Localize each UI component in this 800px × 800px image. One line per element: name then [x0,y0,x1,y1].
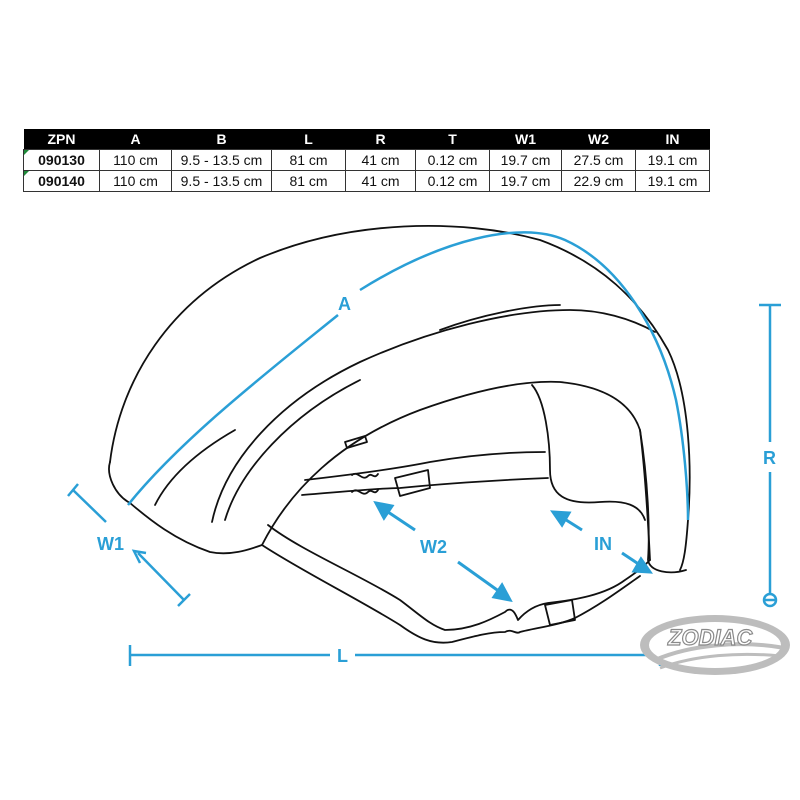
col-header-in: IN [635,129,710,150]
cell-l: 81 cm [271,170,346,192]
col-header-r: R [345,129,416,150]
cell-t: 0.12 cm [415,170,490,192]
dimension-in [550,510,653,574]
cell-l: 81 cm [271,149,346,171]
col-header-l: L [271,129,346,150]
cell-w2: 27.5 cm [561,149,636,171]
cell-a: 110 cm [99,170,172,192]
fender-sketch [108,225,691,644]
cell-r: 41 cm [345,170,416,192]
logo-text: ZODIAC [667,625,753,650]
cell-r: 41 cm [345,149,416,171]
dimension-r [759,303,781,608]
label-w2: W2 [420,537,447,557]
table-row: 090140 110 cm 9.5 - 13.5 cm 81 cm 41 cm … [23,170,710,192]
col-header-a: A [99,129,172,150]
col-header-w2: W2 [561,129,636,150]
dimension-l [128,645,662,666]
label-r: R [763,448,776,468]
cell-zpn: 090140 [23,170,100,192]
cell-b: 9.5 - 13.5 cm [171,149,272,171]
col-header-t: T [415,129,490,150]
label-l: L [337,646,348,666]
col-header-w1: W1 [489,129,562,150]
dimension-w2 [373,500,513,603]
col-header-b: B [171,129,272,150]
label-a: A [338,294,351,314]
cell-w2: 22.9 cm [561,170,636,192]
cell-w1: 19.7 cm [489,170,562,192]
table-header-row: ZPN A B L R T W1 W2 IN [23,129,710,150]
cell-in: 19.1 cm [635,170,710,192]
dimension-a [127,231,690,521]
cell-w1: 19.7 cm [489,149,562,171]
col-header-zpn: ZPN [23,129,100,150]
dimension-w1 [67,483,191,607]
zodiac-logo: ZODIAC [640,615,790,675]
cell-b: 9.5 - 13.5 cm [171,170,272,192]
table-row: 090130 110 cm 9.5 - 13.5 cm 81 cm 41 cm … [23,149,710,171]
label-w1: W1 [97,534,124,554]
spec-table: ZPN A B L R T W1 W2 IN 090130 110 cm 9.5… [23,129,710,192]
label-in: IN [594,534,612,554]
cell-in: 19.1 cm [635,149,710,171]
